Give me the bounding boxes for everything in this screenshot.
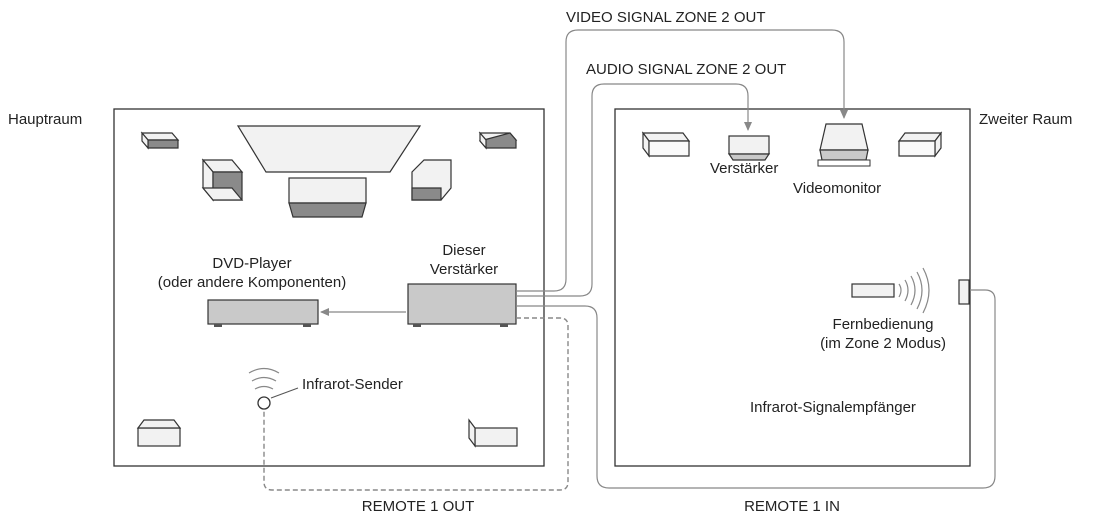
zone2-amplifier-icon [727,135,771,161]
rear-left-speaker-icon [136,419,182,447]
second-room-label: Zweiter Raum [979,111,1072,128]
second-room [614,108,971,467]
video-zone2-cable [516,29,848,292]
remote-in-label: REMOTE 1 IN [744,498,840,515]
remote-out-cable [263,317,569,491]
right-front-cube-speaker-icon [411,159,452,201]
projection-screen [236,125,422,173]
video-monitor-icon [817,123,871,167]
rear-right-speaker-icon [468,418,518,448]
video-out-label: VIDEO SIGNAL ZONE 2 OUT [566,9,765,26]
remote-out-label: REMOTE 1 OUT [362,498,475,515]
zone2-amplifier-label: Verstärker [710,160,778,177]
main-room [113,108,545,467]
ir-emitter-label: Infrarot-Sender [302,376,403,393]
front-left-speaker-icon [140,131,180,150]
front-right-speaker-icon [478,131,518,150]
this-amplifier-label: Dieser [442,242,485,259]
main-room-label: Hauptraum [8,111,82,128]
dvd-player-sublabel: (oder andere Komponenten) [158,274,346,291]
remote-control-sublabel: (im Zone 2 Modus) [820,335,946,352]
this-amplifier-icon [407,283,517,327]
this-amplifier-sublabel: Verstärker [430,261,498,278]
audio-out-label: AUDIO SIGNAL ZONE 2 OUT [586,61,786,78]
ir-receiver-icon [958,279,970,305]
remote-in-cable [516,289,996,489]
left-front-cube-speaker-icon [201,158,244,202]
remote-control-icon [851,267,930,314]
zone2-right-speaker-icon [897,131,943,158]
dvd-player-label: DVD-Player [212,255,291,272]
ir-receiver-label: Infrarot-Signalempfänger [750,399,916,416]
remote-control-label: Fernbedienung [833,316,934,333]
ir-emitter-pointer [270,387,299,399]
audio-zone2-cable [516,83,752,297]
video-monitor-label: Videomonitor [793,180,881,197]
ir-emitter-icon [248,367,280,410]
center-speaker-icon [288,177,367,218]
zone2-left-speaker-icon [641,131,691,158]
dvd-player-icon [207,299,319,327]
